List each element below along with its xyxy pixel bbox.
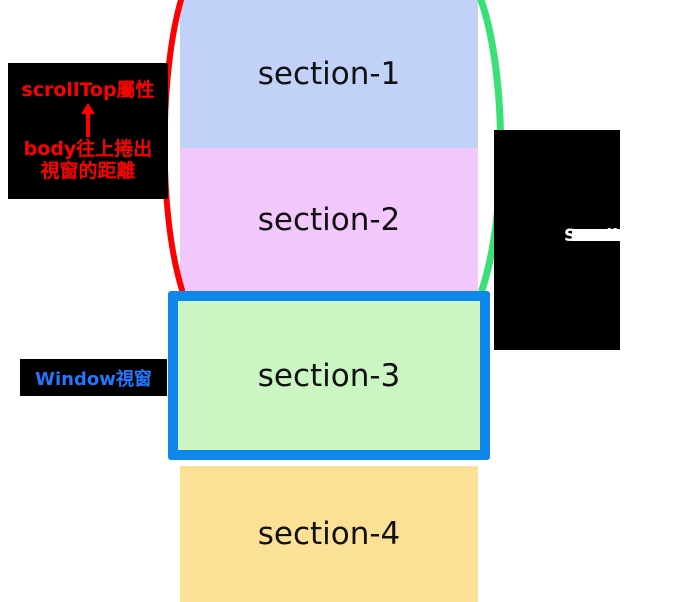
scrolltop-note-line-3: 視窗的距離 bbox=[40, 159, 136, 182]
scrolltop-note-box: scrollTop屬性 body往上捲出 視窗的距離 bbox=[8, 63, 168, 199]
window-viewport-frame: section-3 bbox=[168, 291, 490, 460]
section-3-label: section-3 bbox=[257, 357, 401, 394]
section-4-label: section-4 bbox=[257, 516, 401, 552]
section-block-1: section-1 bbox=[180, 0, 478, 148]
window-note-box: Window視窗 bbox=[20, 359, 167, 396]
scroll-note-occluder-inner bbox=[560, 241, 620, 251]
section-block-2: section-2 bbox=[180, 148, 478, 291]
up-arrow-icon bbox=[78, 103, 98, 138]
section-block-3: section-3 bbox=[178, 301, 480, 450]
section-block-4: section-4 bbox=[180, 466, 478, 602]
section-1-label: section-1 bbox=[257, 56, 401, 92]
scrolltop-note-line-2: body往上捲出 bbox=[23, 138, 153, 161]
scrolltop-note-line-1: scrollTop屬性 bbox=[21, 79, 155, 102]
section-2-label: section-2 bbox=[257, 201, 401, 238]
window-note-label: Window視窗 bbox=[35, 368, 152, 390]
